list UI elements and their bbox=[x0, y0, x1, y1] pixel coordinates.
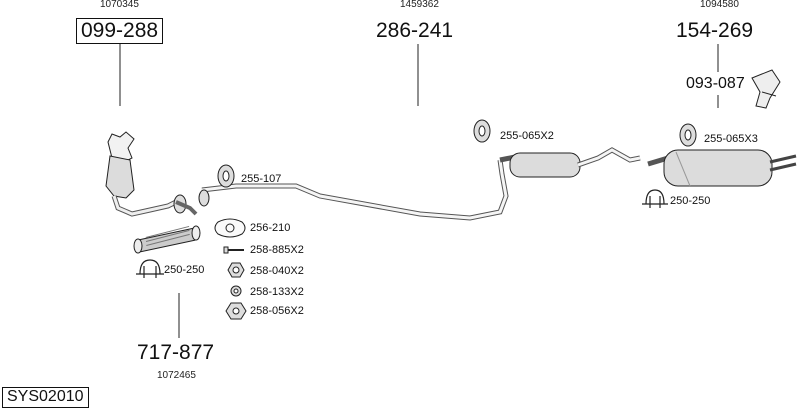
rear-silencer-drawing bbox=[647, 149, 797, 187]
gasket-icon bbox=[214, 218, 246, 238]
rear-silencer-code[interactable]: 154-269 bbox=[676, 19, 754, 42]
spring-nut-icon bbox=[225, 302, 247, 320]
nut-icon bbox=[227, 262, 245, 278]
clamp-rear-label[interactable]: 250-250 bbox=[670, 195, 711, 207]
hanger-middle-label[interactable]: 255-065X2 bbox=[500, 130, 554, 142]
clamp-front-icon bbox=[136, 259, 164, 278]
middle-pipe-code[interactable]: 286-241 bbox=[376, 19, 454, 42]
hanger-middle-icon bbox=[473, 119, 491, 143]
system-code: SYS02010 bbox=[2, 387, 89, 408]
middle-pipe-drawing bbox=[198, 147, 641, 221]
front-pipe-code[interactable]: 717-877 bbox=[137, 341, 215, 364]
spring-nut-label[interactable]: 258-056X2 bbox=[250, 305, 304, 317]
washer-label[interactable]: 258-133X2 bbox=[250, 286, 304, 298]
middle-pipe-ref: 1459362 bbox=[400, 0, 439, 10]
rear-silencer-ref: 1094580 bbox=[700, 0, 739, 10]
manifold-catalyst-drawing bbox=[105, 131, 198, 217]
front-pipe-ref: 1072465 bbox=[157, 370, 196, 381]
bolt-icon bbox=[223, 246, 244, 254]
washer-icon bbox=[230, 285, 242, 297]
nut-label[interactable]: 258-040X2 bbox=[250, 265, 304, 277]
rear-bracket-drawing bbox=[751, 69, 781, 109]
hanger-front-icon bbox=[217, 164, 235, 188]
front-pipe-drawing bbox=[133, 225, 201, 254]
bolt-label[interactable]: 258-885X2 bbox=[250, 244, 304, 256]
clamp-front-label[interactable]: 250-250 bbox=[164, 264, 205, 276]
manifold-ref: 1070345 bbox=[100, 0, 139, 10]
clamp-rear-icon bbox=[642, 189, 668, 208]
hanger-rear-icon bbox=[679, 123, 697, 147]
manifold-code[interactable]: 099-288 bbox=[76, 18, 164, 44]
hanger-rear-label[interactable]: 255-065X3 bbox=[704, 133, 758, 145]
hanger-front-label[interactable]: 255-107 bbox=[241, 173, 282, 185]
rear-bracket-code[interactable]: 093-087 bbox=[686, 75, 745, 92]
gasket-label[interactable]: 256-210 bbox=[250, 222, 291, 234]
